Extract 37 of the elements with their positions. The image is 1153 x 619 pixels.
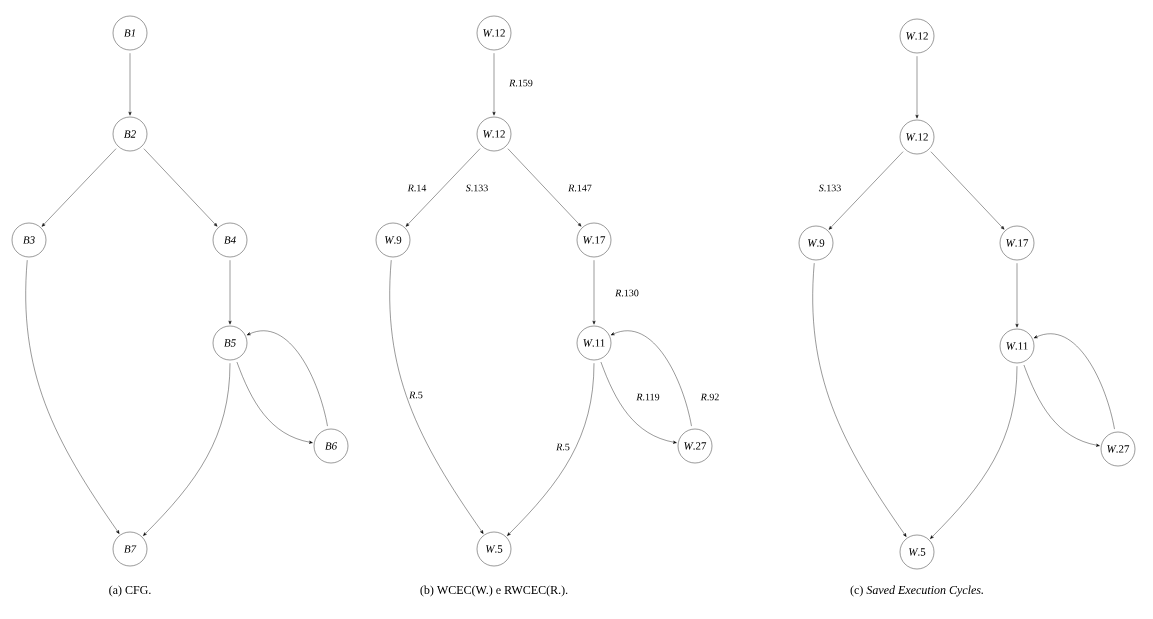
edge-label: R.14	[407, 184, 427, 192]
arrow	[915, 56, 919, 119]
arrow	[405, 148, 481, 227]
arrow	[143, 148, 218, 227]
edge-label: R.147	[568, 184, 592, 192]
arrow	[610, 330, 692, 427]
arrow	[812, 262, 907, 537]
arrow	[828, 151, 904, 230]
arrow	[389, 259, 484, 534]
edge-label: S.133	[818, 184, 841, 192]
arrow	[128, 53, 132, 116]
arrow	[600, 361, 677, 444]
cycle-count-label: S.133	[465, 184, 488, 192]
subfigure-caption: (c) Saved Execution Cycles.	[850, 585, 983, 597]
arrow	[246, 330, 328, 427]
arrow	[25, 259, 120, 534]
arrow	[930, 151, 1005, 230]
edge-label: R.159	[509, 79, 533, 87]
arrow	[1015, 263, 1019, 328]
edge-label: R.92	[700, 393, 719, 401]
arrow	[1033, 333, 1115, 430]
edge-label: R.5	[409, 391, 423, 399]
arrow	[930, 366, 1018, 539]
arrow	[236, 361, 313, 444]
arrow	[228, 260, 232, 325]
edge-label: R.130	[615, 289, 639, 297]
arrow	[1023, 364, 1100, 447]
arrow	[507, 363, 595, 536]
subfigure-caption: (b) WCEC(W.) e RWCEC(R.).	[420, 585, 568, 597]
arrow	[592, 260, 596, 325]
subfigure-caption: (a) CFG.	[109, 585, 151, 597]
arrow	[492, 53, 496, 116]
edge-label: R.119	[636, 393, 660, 401]
arrow	[507, 148, 582, 227]
edge-label: R.5	[556, 443, 570, 451]
arrow	[143, 363, 231, 536]
arrow	[41, 148, 117, 227]
